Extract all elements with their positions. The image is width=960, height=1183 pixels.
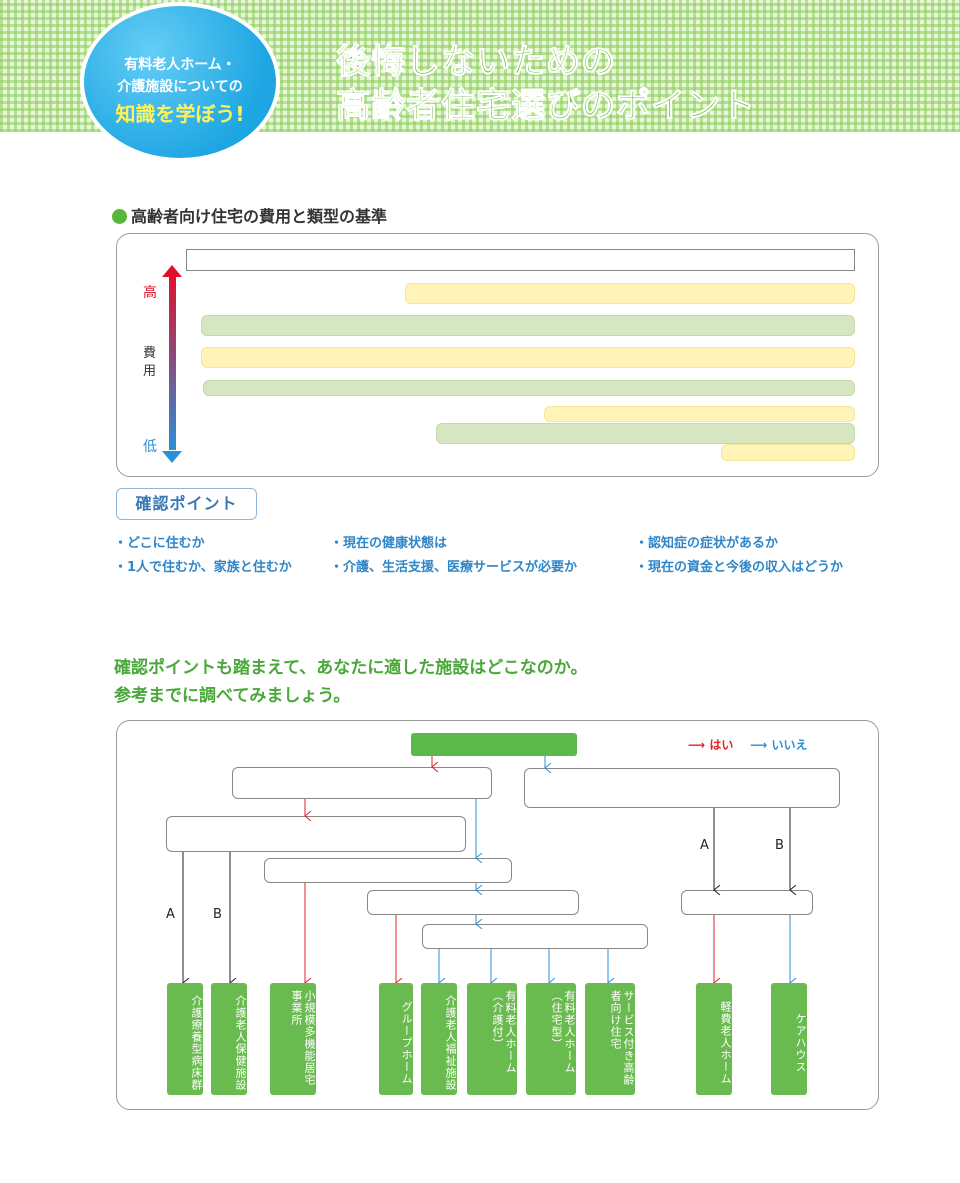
guide-message-line-1: 確認ポイントも踏まえて、あなたに適した施設はどこなのか。 (114, 658, 588, 678)
arrow-up-icon (162, 265, 182, 277)
topic-badge: 有料老人ホーム・ 介護施設についての 知識を学ぼう! (80, 2, 280, 162)
result-welfare-facility: 介護老人福祉施設 (421, 983, 457, 1095)
cost-bar-6 (436, 423, 855, 444)
result-paid-home-care: 有料老人ホーム（介護付） (467, 983, 517, 1095)
flow-question-3 (166, 816, 466, 852)
section-cost-title-text: 高齢者向け住宅の費用と類型の基準 (131, 207, 388, 226)
section-cost-title: 高齢者向け住宅の費用と類型の基準 (112, 203, 387, 227)
guide-message-line-2: 参考までに調べてみましょう。 (114, 686, 351, 706)
check-point-3: ・現在の健康状態は (330, 536, 448, 551)
cost-bar-4 (203, 380, 855, 396)
flow-question-5 (367, 890, 579, 915)
badge-line-2: 介護施設についての (117, 79, 243, 95)
cost-bar-7 (721, 444, 855, 461)
result-care-sanatorium: 介護療養型病床群 (167, 983, 203, 1095)
result-care-house: ケアハウス (771, 983, 807, 1095)
cost-bar-2 (201, 315, 855, 336)
check-point-6: ・現在の資金と今後の収入はどうか (635, 560, 844, 575)
branch-label-b-right: B (775, 838, 784, 853)
page-title-line-2: 高齢者住宅選びのポイント (336, 86, 756, 127)
arrow-down-icon (162, 451, 182, 463)
result-serviced-housing: サービス付き高齢者向け住宅 (585, 983, 635, 1095)
result-small-multifunction: 小規模多機能居宅事業所 (270, 983, 316, 1095)
legend-no: ⟶ いいえ (750, 738, 808, 752)
check-points-label: 確認ポイント (116, 488, 257, 520)
check-point-2: ・1人で住むか、家族と住むか (114, 560, 292, 575)
badge-line-1: 有料老人ホーム・ (124, 57, 236, 73)
branch-label-a-left: A (166, 907, 175, 922)
flow-question-4 (264, 858, 512, 883)
flow-question-1 (232, 767, 492, 799)
page-title-line-1: 後悔しないための (336, 42, 616, 83)
cost-bar-3 (201, 347, 855, 368)
result-group-home: グループホーム (379, 983, 413, 1095)
cost-chart-panel (116, 233, 879, 477)
branch-label-b-left: B (213, 907, 222, 922)
axis-label-cost: 費用 (143, 346, 157, 379)
result-low-cost-home: 軽費老人ホーム (696, 983, 732, 1095)
legend-yes: ⟶ はい (688, 738, 734, 752)
check-point-4: ・介護、生活支援、医療サービスが必要か (330, 560, 578, 575)
cost-bar-5 (544, 406, 855, 422)
cost-bar-1 (405, 283, 855, 304)
result-paid-home-residential: 有料老人ホーム（住宅型） (526, 983, 576, 1095)
branch-label-a-right: A (700, 838, 709, 853)
cost-gradient-axis (169, 274, 176, 450)
badge-line-3: 知識を学ぼう! (115, 102, 245, 126)
axis-label-low: 低 (143, 439, 157, 455)
flowchart-panel (116, 720, 879, 1110)
flow-start-box (411, 733, 577, 756)
axis-label-high: 高 (143, 285, 157, 301)
flow-question-2 (524, 768, 840, 808)
bullet-dot-icon (112, 209, 127, 224)
flow-legend: ⟶ はい ⟶ いいえ (688, 736, 808, 753)
flow-question-6 (422, 924, 648, 949)
result-health-facility: 介護老人保健施設 (211, 983, 247, 1095)
check-point-5: ・認知症の症状があるか (635, 536, 779, 551)
cost-bar-header (186, 249, 855, 271)
check-point-1: ・どこに住むか (114, 536, 205, 551)
